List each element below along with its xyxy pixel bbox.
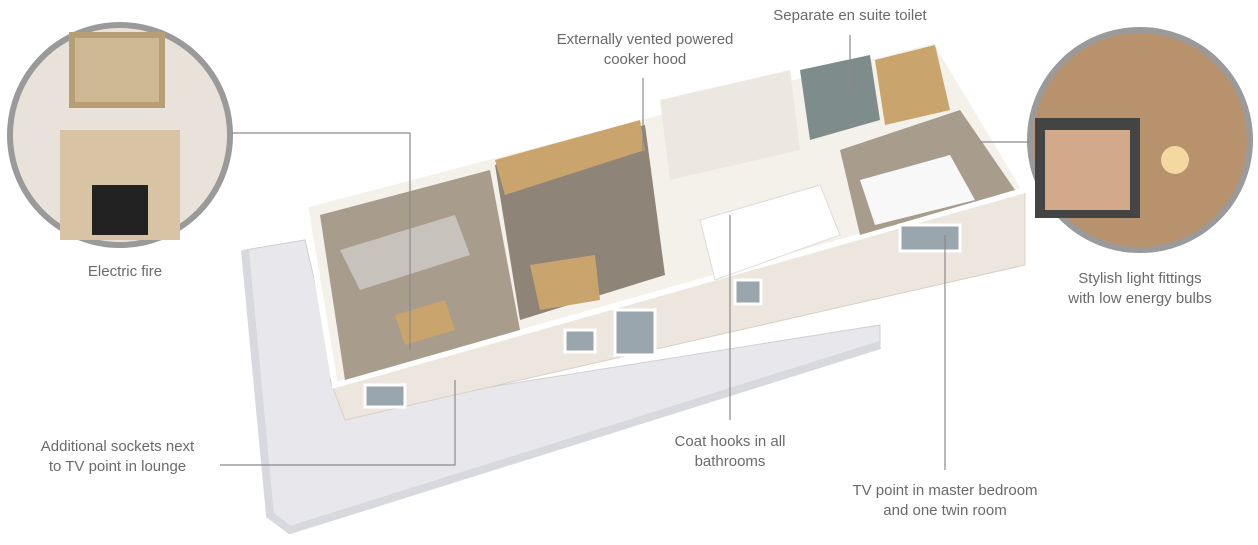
electric-fire-label: Electric fire (87, 263, 163, 280)
stove (92, 185, 148, 235)
tv-point-label: TV point in master bedroom and one twin … (830, 481, 1060, 521)
tv-line2: and one twin room (883, 502, 1007, 519)
bathroom (699, 184, 841, 281)
window (898, 223, 962, 253)
sockets-line1: Additional sockets next (40, 438, 195, 455)
wardrobe (875, 45, 950, 125)
light-line2: with low energy bulbs (1068, 290, 1212, 307)
lounge (320, 170, 520, 380)
wall-lamp (1161, 146, 1189, 174)
bed (860, 155, 975, 225)
sockets-line2: to TV point in lounge (48, 458, 187, 475)
door (613, 308, 657, 357)
tv-line1: TV point in master bedroom (852, 482, 1038, 499)
headboard-pattern (1045, 130, 1130, 210)
light-line1: Stylish light fittings (1078, 270, 1202, 287)
light-fittings-label: Stylish light fittings with low energy b… (1050, 269, 1230, 309)
coat-line1: Coat hooks in all (674, 433, 786, 450)
sockets-label: Additional sockets next to TV point in l… (20, 437, 215, 477)
mirror (69, 32, 165, 108)
dining-table (530, 255, 600, 310)
cooker-hood-label: Externally vented powered cooker hood (530, 30, 760, 70)
cooker-hood-line1: Externally vented powered (556, 31, 734, 48)
toilet-label: Separate en suite toilet (773, 7, 927, 24)
coat-hooks-label: Coat hooks in all bathrooms (650, 432, 810, 472)
kitchen-counter (495, 120, 645, 195)
window (363, 383, 407, 409)
window (563, 328, 597, 354)
deck-railing (241, 249, 882, 535)
cooker-hood-line2: cooker hood (603, 51, 687, 68)
twin-room (660, 70, 800, 180)
leader-lines (220, 35, 1030, 470)
coat-line2: bathrooms (694, 453, 766, 470)
window (733, 278, 763, 306)
sofa (340, 215, 470, 290)
ensuite (800, 55, 880, 140)
